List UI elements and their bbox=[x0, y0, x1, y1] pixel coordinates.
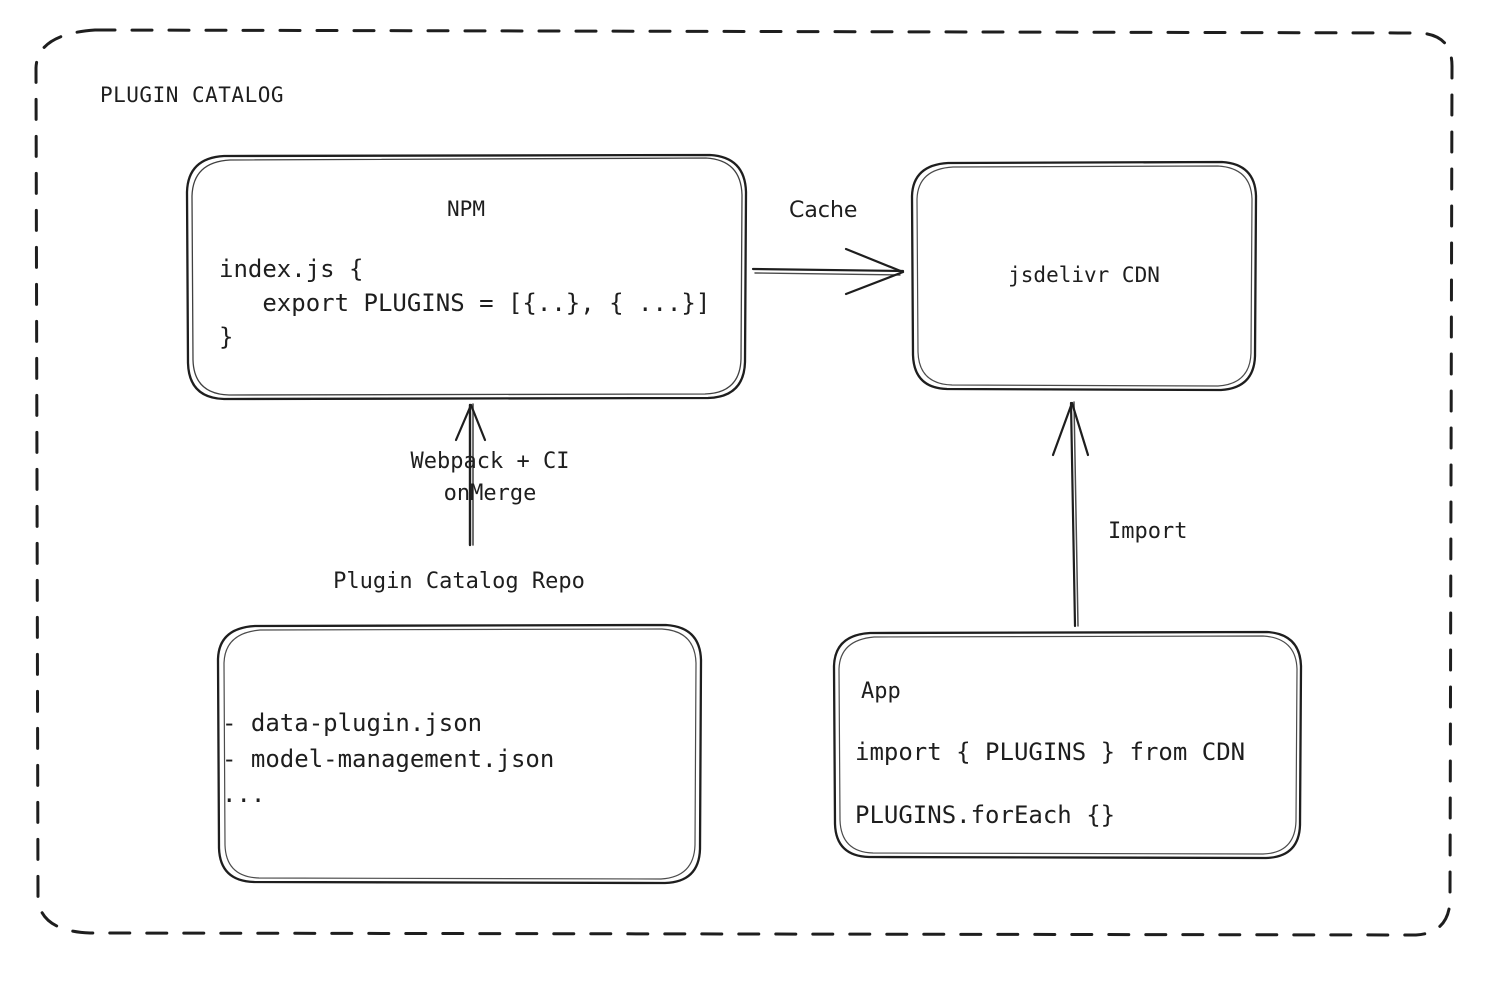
app-foreach-line: PLUGINS.forEach {} bbox=[855, 801, 1116, 829]
repo-caption: Plugin Catalog Repo bbox=[333, 569, 585, 594]
npm-code-block: index.js { export PLUGINS = [{..}, { ...… bbox=[219, 255, 711, 352]
repo-box-outline bbox=[216, 623, 703, 885]
cache-arrow bbox=[751, 247, 905, 296]
cdn-box-outline bbox=[910, 160, 1258, 392]
app-import-line: import { PLUGINS } from CDN bbox=[855, 738, 1246, 766]
import-edge-label: Import bbox=[1108, 519, 1188, 544]
npm-box-outline bbox=[185, 153, 748, 401]
npm-box-title: NPM bbox=[447, 197, 485, 221]
import-arrow bbox=[1051, 401, 1090, 628]
app-box-title: App bbox=[861, 679, 901, 704]
cdn-box-title: jsdelivr CDN bbox=[1008, 263, 1160, 287]
build-edge-label: Webpack + CI onMerge bbox=[410, 449, 570, 506]
app-box-outline bbox=[832, 630, 1303, 860]
group-title: PLUGIN CATALOG bbox=[100, 83, 285, 107]
cache-edge-label: Cache bbox=[789, 198, 858, 223]
plugin-catalog-group-border bbox=[34, 28, 1454, 937]
repo-file-list: - data-plugin.json - model-management.js… bbox=[222, 709, 555, 809]
build-arrow bbox=[454, 403, 487, 547]
